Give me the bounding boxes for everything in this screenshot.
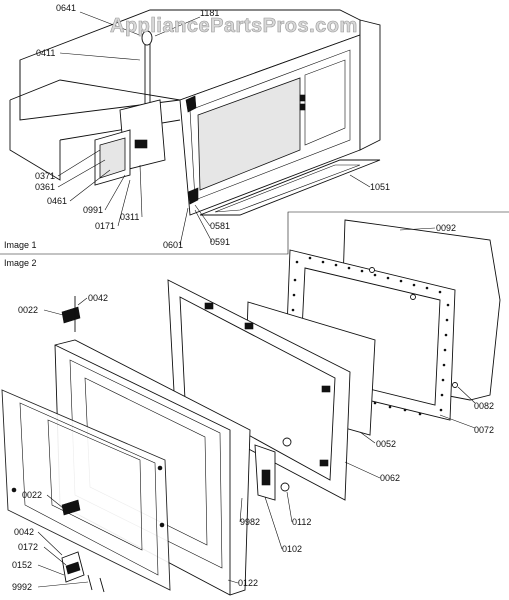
image2-door-drawing	[1, 219, 501, 596]
callout-9992: 9992	[12, 582, 32, 592]
image1-leaders	[57, 11, 371, 246]
hinge-bracket-icon	[61, 306, 81, 324]
callout-1051: 1051	[370, 182, 390, 192]
panel-divider	[0, 211, 509, 255]
callout-9982: 9982	[240, 517, 260, 527]
image1-cabinet-drawing	[9, 9, 381, 216]
callout-0102: 0102	[282, 544, 302, 554]
callout-0591: 0591	[210, 237, 230, 247]
switch-block-icon	[134, 139, 148, 149]
panel-switch-icon	[299, 103, 306, 111]
callout-0461: 0461	[47, 196, 67, 206]
screw-hole-icon	[157, 465, 163, 471]
screw-icon	[369, 267, 375, 273]
latch-screw-icon	[280, 482, 290, 492]
panel-switch-icon	[299, 94, 306, 102]
clip-icon	[244, 322, 254, 330]
screw-hole-icon	[159, 522, 165, 528]
callout-0052: 0052	[376, 439, 396, 449]
callout-0601: 0601	[163, 240, 183, 250]
callout-0411: 0411	[36, 48, 55, 58]
callout-0072: 0072	[474, 425, 494, 435]
callout-0022-top: 0022	[18, 305, 38, 315]
clip-icon	[321, 385, 331, 393]
callout-0022-bottom: 0022	[22, 490, 42, 500]
callout-0042-top: 0042	[88, 293, 108, 303]
lamp-bulb-icon	[141, 30, 153, 46]
callout-0171: 0171	[95, 221, 115, 231]
screw-hole-icon	[11, 487, 17, 493]
latch-icon	[261, 469, 271, 486]
callout-0371: 0371	[35, 171, 55, 181]
callout-0152: 0152	[12, 560, 32, 570]
callout-0361: 0361	[35, 182, 55, 192]
screw-icon	[452, 382, 458, 388]
callout-0082: 0082	[474, 401, 494, 411]
hinge-bracket-icon	[61, 499, 81, 516]
hinge-bottom-icon	[187, 187, 199, 205]
image1-callouts: 0641 1181 0411 0371 0361 0461 0991 0171 …	[35, 3, 390, 250]
screw-icon	[410, 294, 416, 300]
latch-screw-icon	[282, 437, 292, 447]
callout-0991: 0991	[83, 205, 103, 215]
watermark-logo: AppliancePartsPros.com	[110, 15, 358, 37]
handle-bracket-icon	[65, 561, 81, 575]
callout-1181: 1181	[200, 8, 219, 18]
callout-0042-bottom: 0042	[14, 527, 34, 537]
clip-icon	[319, 459, 329, 467]
callout-0092: 0092	[436, 223, 456, 233]
clip-icon	[204, 302, 214, 310]
callout-0122: 0122	[238, 578, 258, 588]
callout-0311: 0311	[120, 212, 139, 222]
callout-0112: 0112	[292, 517, 311, 527]
callout-0172: 0172	[18, 542, 38, 552]
callout-0062: 0062	[380, 473, 400, 483]
image2-leaders	[37, 227, 476, 588]
callout-0641: 0641	[56, 3, 76, 13]
panel-label-image1: Image 1	[4, 240, 37, 250]
hinge-top-icon	[185, 95, 197, 113]
callout-0581: 0581	[210, 221, 230, 231]
image2-callouts: 0092 0042 0022 0082 0072 0052 0062 0022 …	[12, 223, 494, 592]
panel-label-image2: Image 2	[4, 258, 37, 268]
